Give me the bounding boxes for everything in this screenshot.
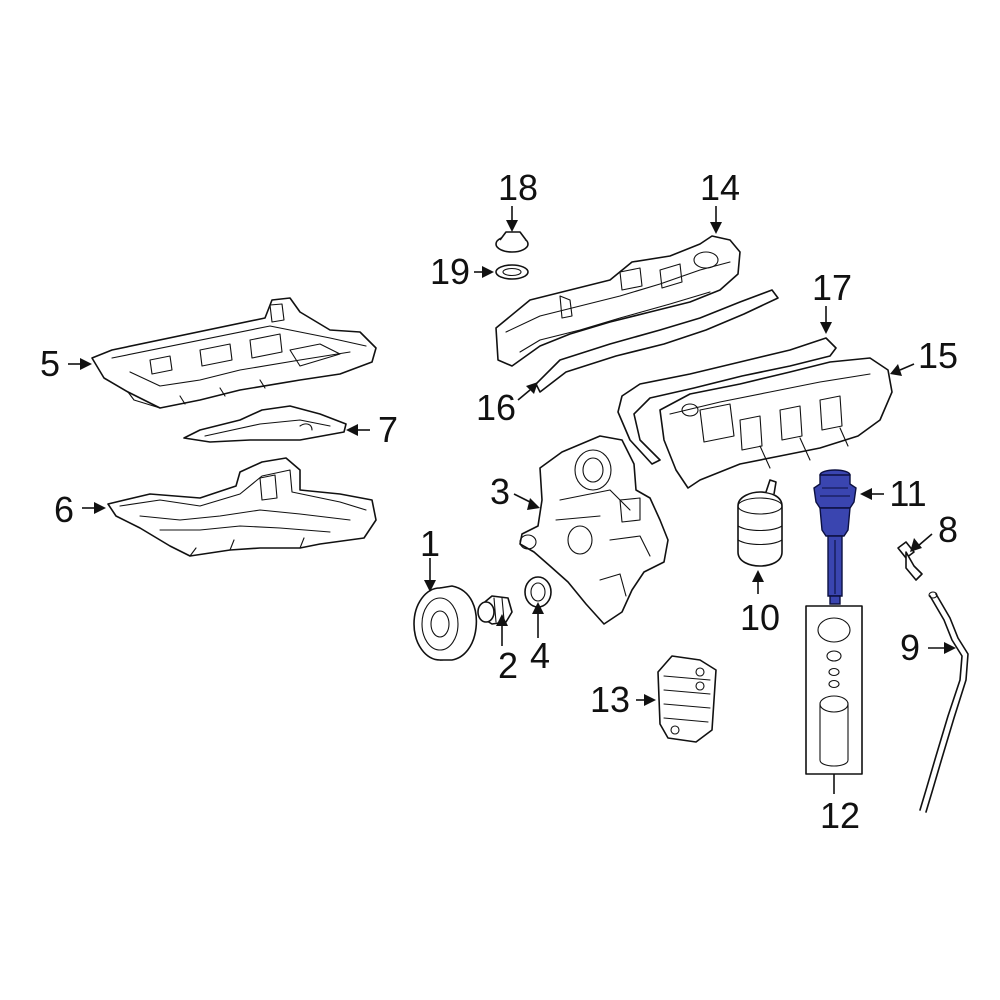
part-3-timing-cover[interactable] [519,435,669,625]
part-7-baffle-plate[interactable] [183,405,347,443]
callout-16: 16 [476,387,516,428]
part-17-gasket-right[interactable] [617,337,837,465]
callout-11: 11 [889,473,926,514]
part-9-dipstick-tube[interactable] [919,591,969,813]
part-15-valve-cover-right[interactable] [659,357,893,489]
callout-1: 1 [420,523,440,564]
part-1-pulley[interactable] [413,585,478,661]
leader-lines [68,206,956,794]
part-18-filler-cap[interactable] [495,231,529,253]
part-10-filter-housing[interactable] [737,479,783,567]
callout-19: 19 [430,251,470,292]
callout-9: 9 [900,627,920,668]
part-11-oil-filter-housing[interactable] [813,469,857,605]
callout-17: 17 [812,267,852,308]
callout-15: 15 [918,335,958,376]
part-14-valve-cover-left[interactable] [495,235,741,367]
part-19-seal-ring[interactable] [495,264,529,280]
part-6-lower-oil-pan[interactable] [107,457,377,557]
callout-14: 14 [700,167,740,208]
callout-8: 8 [938,509,958,550]
callout-3: 3 [490,471,510,512]
callout-5: 5 [40,343,60,384]
part-5-upper-oil-pan[interactable] [91,297,377,409]
callout-13: 13 [590,679,630,720]
part-16-gasket-left[interactable] [535,289,779,393]
part-13-oil-cooler[interactable] [657,655,717,743]
callout-18: 18 [498,167,538,208]
callout-labels: 1 2 3 4 5 6 7 8 9 10 11 12 13 14 15 16 1… [40,167,958,836]
part-8-sensor[interactable] [897,541,923,581]
callout-10: 10 [740,597,780,638]
part-2-bushing[interactable] [477,595,513,625]
callout-7: 7 [378,409,398,450]
callout-2: 2 [498,645,518,686]
part-12-filter-kit[interactable] [805,605,863,775]
callout-6: 6 [54,489,74,530]
callout-4: 4 [530,635,550,676]
callout-12: 12 [820,795,860,836]
